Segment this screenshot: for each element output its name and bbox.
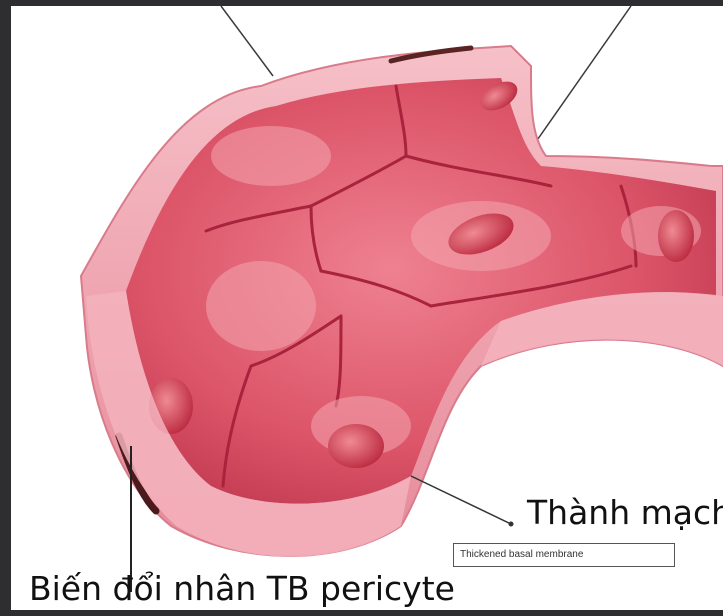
slide: Thành mạch Thickened basal membrane Biến… — [11, 6, 723, 610]
leader-line-vessel-wall — [411, 476, 511, 524]
label-vessel-wall: Thành mạch — [527, 496, 723, 529]
leader-line-top-right — [533, 6, 631, 146]
leader-dot-vessel-wall — [509, 522, 514, 527]
leader-line-top-left — [221, 6, 273, 76]
label-pericyte: Biến đổi nhân TB pericyte — [29, 572, 455, 605]
label-basal-membrane: Thickened basal membrane — [453, 543, 675, 567]
